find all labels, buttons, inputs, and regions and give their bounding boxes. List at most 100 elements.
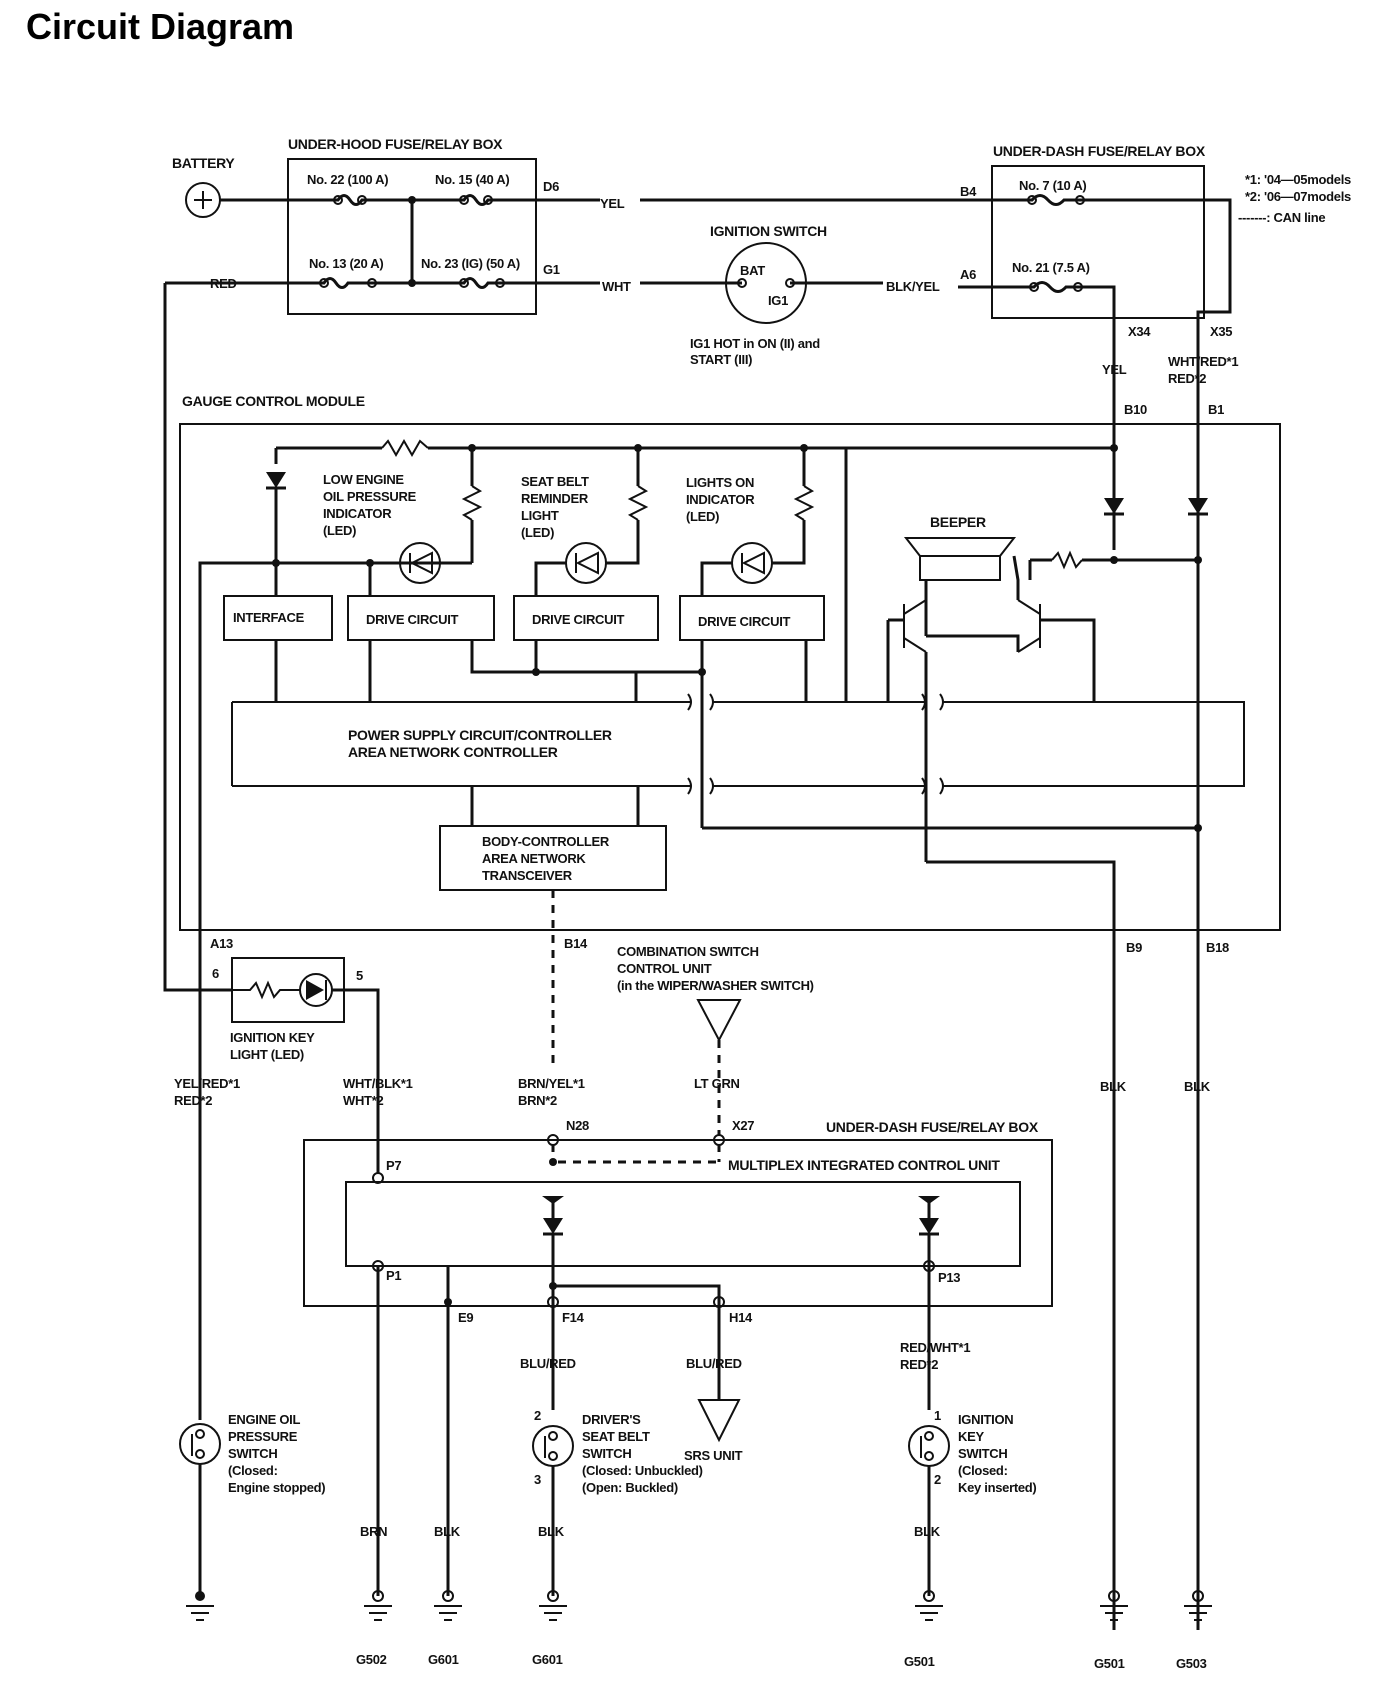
resistor-top [381, 438, 429, 458]
drivers-seat-belt-switch: 2 3 DRIVER'S SEAT BELT SWITCH (Closed: U… [532, 1408, 703, 1495]
pin-b9: B9 [1126, 940, 1142, 955]
engine-oil-label-2: PRESSURE [228, 1429, 298, 1444]
wire-red-2b: RED*2 [174, 1093, 212, 1108]
pin-g1: G1 [543, 262, 560, 277]
ground-g-yel [186, 1605, 214, 1621]
power-supply-box [232, 701, 1245, 787]
wire-blk-2: BLK [538, 1524, 565, 1539]
led-seat-belt [565, 542, 607, 584]
pin-p1: P1 [386, 1268, 401, 1283]
srs-unit-icon [697, 1399, 741, 1443]
wire-blk-b18: BLK [1184, 1079, 1211, 1094]
srs-unit-label: SRS UNIT [684, 1448, 743, 1463]
pin-5: 5 [356, 968, 363, 983]
wire-red: RED [210, 276, 237, 291]
ign-key-switch-label-4: (Closed: [958, 1463, 1008, 1478]
ign-key-switch-label-5: Key inserted) [958, 1480, 1036, 1495]
ground-g601-a: G601 [428, 1652, 459, 1667]
legend: *1: '04—05models *2: '06—07models ------… [1238, 172, 1351, 225]
drive-circuit-2: DRIVE CIRCUIT [532, 612, 625, 627]
power-supply-label-1: POWER SUPPLY CIRCUIT/CONTROLLER [348, 727, 612, 743]
pin-x35: X35 [1210, 324, 1232, 339]
driver-seat-label-3: SWITCH [582, 1446, 631, 1461]
drive-circuit-1: DRIVE CIRCUIT [366, 612, 459, 627]
under-dash-fuse-box-bottom: UNDER-DASH FUSE/RELAY BOX N28 X27 MULTIP… [303, 1118, 1053, 1596]
fuse-21-wire [1030, 281, 1116, 330]
seat-belt-label-3: LIGHT [521, 508, 559, 523]
diode-left [266, 472, 286, 488]
combination-switch-unit: COMBINATION SWITCH CONTROL UNIT (in the … [617, 944, 814, 1136]
ground-g601-b: G601 [532, 1652, 563, 1667]
wire-blu-red-2: BLU/RED [686, 1356, 742, 1371]
fuse-22-label: No. 22 (100 A) [307, 172, 388, 187]
engine-oil-label-1: ENGINE OIL [228, 1412, 300, 1427]
iks-pin-2: 2 [934, 1472, 941, 1487]
diode-b10 [1104, 498, 1124, 514]
seat-belt-label-2: REMINDER [521, 491, 589, 506]
ignition-switch-label: IGNITION SWITCH [710, 223, 827, 239]
ignition-key-light-label-1: IGNITION KEY [230, 1030, 315, 1045]
power-supply-label-2: AREA NETWORK CONTROLLER [348, 744, 558, 760]
wire-blk-yel: BLK/YEL [886, 279, 940, 294]
ignition-key-switch: 1 2 IGNITION KEY SWITCH (Closed: Key ins… [908, 1408, 1037, 1495]
ground-g503: G503 [1176, 1656, 1207, 1671]
gcm-label: GAUGE CONTROL MODULE [182, 393, 365, 409]
battery-label: BATTERY [172, 155, 235, 171]
ignition-key-light-label-2: LIGHT (LED) [230, 1047, 304, 1062]
ground-g502: G502 [356, 1652, 387, 1667]
ignition-switch: IGNITION SWITCH BAT IG1 IG1 HOT in ON (I… [690, 223, 827, 367]
pin-b10: B10 [1124, 402, 1147, 417]
pin-h14: H14 [729, 1310, 753, 1325]
ignition-note-1: IG1 HOT in ON (II) and [690, 336, 820, 351]
ground-g501-a: G501 [904, 1654, 935, 1669]
gauge-control-module: GAUGE CONTROL MODULE B10 B1 LOW ENGINE O… [179, 393, 1281, 1630]
pin-x27: X27 [732, 1118, 754, 1133]
combo-label-1: COMBINATION SWITCH [617, 944, 759, 959]
pin-b1: B1 [1208, 402, 1224, 417]
led-lights-on [731, 542, 773, 584]
pin-n28: N28 [566, 1118, 589, 1133]
legend-note-2: *2: '06—07models [1245, 189, 1351, 204]
bat-terminal: BAT [740, 263, 765, 278]
lights-on-label-3: (LED) [686, 509, 719, 524]
body-controller-label-2: AREA NETWORK [482, 851, 586, 866]
ign-key-switch-label-3: SWITCH [958, 1446, 1007, 1461]
low-oil-label-2: OIL PRESSURE [323, 489, 417, 504]
battery: BATTERY [172, 155, 236, 218]
wire-red-2: RED*2 [1168, 371, 1206, 386]
interface-box: INTERFACE [233, 610, 305, 625]
wire-brn: BRN [360, 1524, 387, 1539]
legend-note-1: *1: '04—05models [1245, 172, 1351, 187]
fuse-21-label: No. 21 (7.5 A) [1012, 260, 1090, 275]
pin-a6: A6 [960, 267, 976, 282]
pin-f14: F14 [562, 1310, 585, 1325]
wire-wht-2: WHT*2 [343, 1093, 383, 1108]
pin-b14: B14 [564, 936, 588, 951]
wire-red-2c: RED*2 [900, 1357, 938, 1372]
micu-label: MULTIPLEX INTEGRATED CONTROL UNIT [728, 1157, 1000, 1173]
fuse-22-15-wire [324, 194, 600, 206]
fuse-13-23-wire [165, 277, 600, 289]
driver-seat-label-5: (Open: Buckled) [582, 1480, 678, 1495]
combo-connector-icon [696, 999, 742, 1043]
engine-oil-pressure-switch: ENGINE OIL PRESSURE SWITCH (Closed: Engi… [179, 1412, 326, 1495]
drv-pin-2: 2 [534, 1408, 541, 1423]
diode-b1 [1188, 498, 1208, 514]
low-oil-label-4: (LED) [323, 523, 356, 538]
fuse-15-label: No. 15 (40 A) [435, 172, 509, 187]
pin-b4: B4 [960, 184, 977, 199]
wire-yel: YEL [600, 196, 625, 211]
under-dash-box-label-2: UNDER-DASH FUSE/RELAY BOX [826, 1119, 1039, 1135]
wire-blk-1: BLK [434, 1524, 461, 1539]
under-dash-fuse-box-top: UNDER-DASH FUSE/RELAY BOX No. 7 (10 A) N… [960, 143, 1233, 339]
combo-label-2: CONTROL UNIT [617, 961, 712, 976]
fuse-7-label: No. 7 (10 A) [1019, 178, 1086, 193]
legend-can-line: -------: CAN line [1238, 210, 1325, 225]
body-controller-label-3: TRANSCEIVER [482, 868, 573, 883]
pin-p7: P7 [386, 1158, 401, 1173]
wire-yel-red: YEL/RED*1 [174, 1076, 240, 1091]
pin-d6: D6 [543, 179, 559, 194]
ground-symbols [186, 1590, 1212, 1621]
lights-on-label-1: LIGHTS ON [686, 475, 754, 490]
